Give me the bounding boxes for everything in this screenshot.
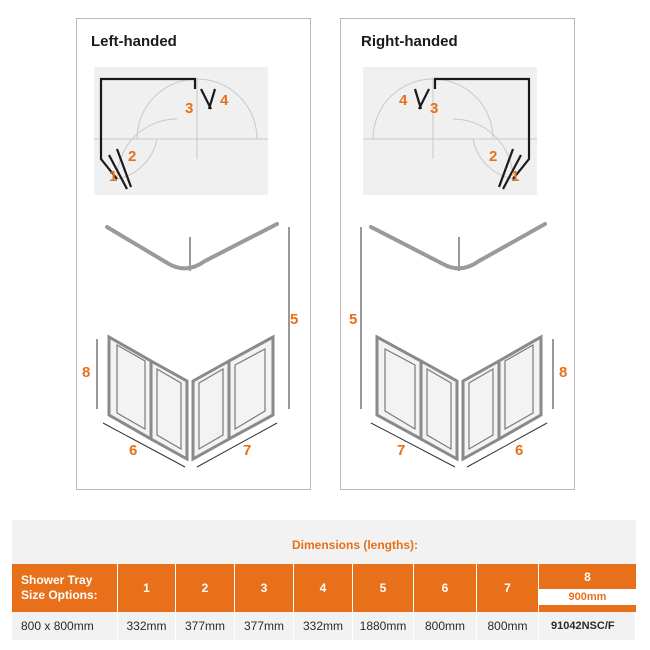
row-value-7: 800mm bbox=[477, 612, 539, 640]
left-plan-door-4 bbox=[207, 88, 217, 110]
right-label-3: 3 bbox=[430, 100, 438, 117]
right-shower-doors bbox=[375, 334, 543, 462]
column-header-2: 2 bbox=[176, 564, 235, 612]
right-dim-line-6 bbox=[466, 422, 548, 468]
table-header-row: Shower Tray Size Options: 1 2 3 4 5 6 7 … bbox=[12, 564, 636, 612]
left-plan-door-2 bbox=[115, 148, 133, 188]
right-label-8: 8 bbox=[559, 364, 567, 381]
left-dim-line-7 bbox=[196, 422, 278, 468]
row-value-1: 332mm bbox=[118, 612, 176, 640]
left-shower-doors bbox=[107, 334, 275, 462]
right-label-4: 4 bbox=[399, 92, 408, 109]
left-door-panels-inner bbox=[116, 343, 266, 451]
dimensions-header: Dimensions (lengths): bbox=[12, 520, 636, 565]
row-value-8: 91042NSC/F bbox=[539, 612, 636, 640]
row-value-6: 800mm bbox=[414, 612, 477, 640]
left-handed-title: Left-handed bbox=[91, 33, 177, 50]
column-header-6: 6 bbox=[414, 564, 477, 612]
column-header-7: 7 bbox=[477, 564, 539, 612]
right-plan-door-1 bbox=[502, 154, 522, 190]
left-handed-diagram: 1 2 3 4 5 8 6 7 bbox=[82, 67, 298, 468]
column-header-8: 8 900mm bbox=[539, 564, 636, 612]
left-curtain-rail bbox=[105, 222, 279, 271]
left-handed-panel: Left-handed 1 2 3 4 5 bbox=[76, 18, 311, 490]
right-label-2: 2 bbox=[489, 148, 497, 165]
left-dim-line-6 bbox=[102, 422, 186, 468]
left-label-5: 5 bbox=[290, 311, 298, 328]
left-label-1: 1 bbox=[109, 168, 117, 185]
left-label-8: 8 bbox=[82, 364, 90, 381]
left-plan-background bbox=[94, 67, 268, 195]
right-dim-line-7 bbox=[370, 422, 456, 468]
left-label-2: 2 bbox=[128, 148, 136, 165]
right-door-panels-inner bbox=[384, 343, 534, 451]
right-handed-panel: Right-handed 1 2 3 4 5 bbox=[340, 18, 575, 490]
row-value-4: 332mm bbox=[294, 612, 353, 640]
row-value-2: 377mm bbox=[176, 612, 235, 640]
right-plan-walls bbox=[433, 77, 531, 180]
column-header-4: 4 bbox=[294, 564, 353, 612]
right-plan-background bbox=[363, 67, 537, 195]
dimensions-table: Dimensions (lengths): Shower Tray Size O… bbox=[12, 520, 636, 640]
right-plan-door-4 bbox=[413, 88, 423, 110]
left-plan-door-1 bbox=[108, 154, 128, 190]
right-label-7: 7 bbox=[397, 442, 405, 459]
column-header-8-sublabel: 900mm bbox=[539, 589, 636, 605]
right-curtain-rail bbox=[369, 222, 547, 271]
right-handed-title: Right-handed bbox=[361, 33, 458, 50]
left-label-3: 3 bbox=[185, 100, 193, 117]
table-row: 800 x 800mm 332mm 377mm 377mm 332mm 1880… bbox=[12, 612, 636, 640]
left-label-6: 6 bbox=[129, 442, 137, 459]
right-handed-diagram: 1 2 3 4 5 8 7 6 bbox=[349, 67, 567, 468]
row-size: 800 x 800mm bbox=[12, 612, 118, 640]
column-header-1: 1 bbox=[118, 564, 176, 612]
row-value-3: 377mm bbox=[235, 612, 294, 640]
dimensions-title: Dimensions (lengths): bbox=[292, 538, 419, 552]
left-plan-swing-arcs bbox=[94, 78, 268, 180]
right-plan-door-2 bbox=[497, 148, 515, 188]
right-label-1: 1 bbox=[511, 168, 519, 185]
column-header-3: 3 bbox=[235, 564, 294, 612]
right-plan-swing-arcs bbox=[363, 78, 537, 180]
right-label-5: 5 bbox=[349, 311, 357, 328]
size-options-header: Shower Tray Size Options: bbox=[12, 564, 118, 612]
left-label-7: 7 bbox=[243, 442, 251, 459]
column-header-5: 5 bbox=[353, 564, 414, 612]
row-value-5: 1880mm bbox=[353, 612, 414, 640]
column-header-8-label: 8 bbox=[584, 570, 591, 584]
right-label-6: 6 bbox=[515, 442, 523, 459]
left-label-4: 4 bbox=[220, 92, 229, 109]
left-plan-walls bbox=[99, 77, 197, 180]
